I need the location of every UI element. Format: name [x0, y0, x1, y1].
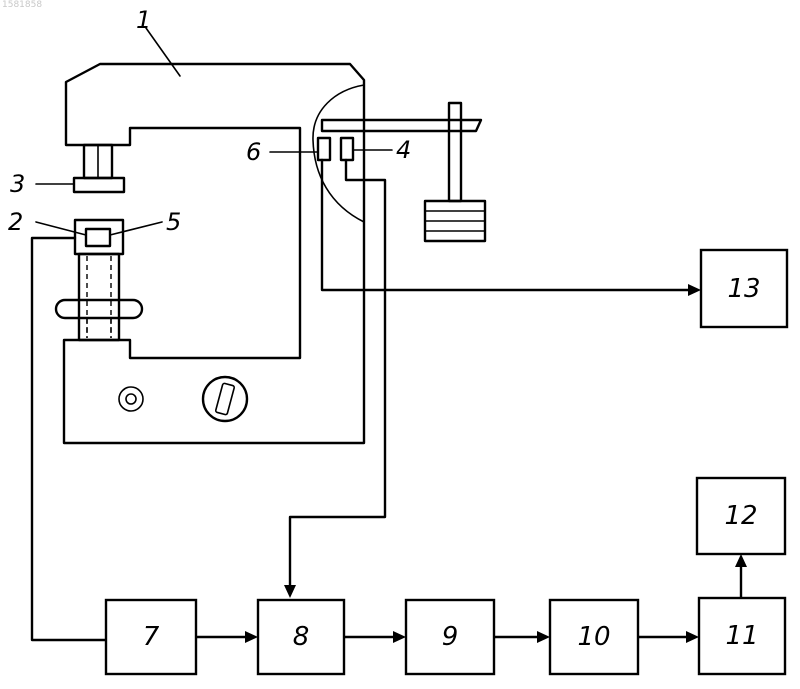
block-9: 9: [406, 600, 494, 674]
block-10-label: 10: [577, 622, 610, 652]
leader-2: [36, 222, 86, 235]
block-12: 12: [697, 478, 785, 554]
knob-outer: [119, 387, 143, 411]
block-8-label: 8: [293, 622, 310, 652]
label-1: 1: [136, 6, 151, 34]
block-11: 11: [699, 598, 785, 674]
label-5: 5: [166, 208, 181, 236]
block-8: 8: [258, 600, 344, 674]
block-12-label: 12: [724, 501, 757, 531]
block-11-label: 11: [725, 621, 758, 651]
wires: [32, 160, 747, 643]
label-2: 2: [8, 208, 23, 236]
block-9-label: 9: [442, 622, 459, 652]
label-4: 4: [396, 136, 411, 164]
block-7-label: 7: [143, 622, 160, 652]
sensor-group: [270, 138, 392, 160]
block-13-label: 13: [727, 274, 760, 304]
block-10: 10: [550, 600, 638, 674]
block-7: 7: [106, 600, 196, 674]
label-6: 6: [246, 138, 261, 166]
sensor-6: [318, 138, 330, 160]
block-13: 13: [701, 250, 787, 327]
knob-inner: [126, 394, 136, 404]
sensor-4: [341, 138, 353, 160]
label-3: 3: [10, 170, 25, 198]
leader-1: [146, 28, 180, 76]
leader-5: [110, 222, 162, 235]
indenter-assembly: [36, 145, 124, 192]
anvil-sensor-element: [86, 229, 110, 246]
